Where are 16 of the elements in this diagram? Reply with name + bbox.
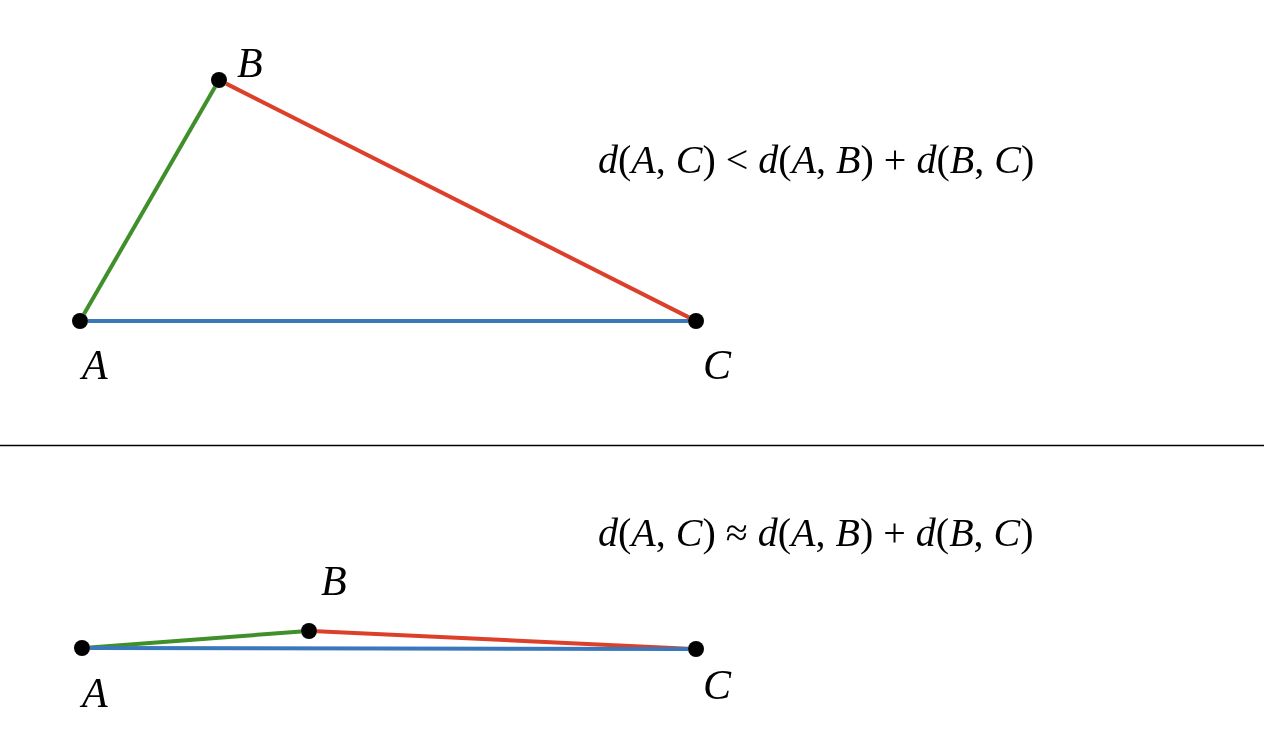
- point-label: B: [321, 560, 347, 602]
- point-label: C: [703, 664, 731, 706]
- line-segment: [82, 85, 217, 316]
- line-segment: [225, 81, 690, 320]
- line-segment: [88, 319, 688, 323]
- point-label: B: [237, 42, 263, 84]
- inequality-formula: d(A, C) ≈ d(A, B) + d(B, C): [598, 513, 1034, 553]
- inequality-formula: d(A, C) < d(A, B) + d(B, C): [598, 140, 1035, 180]
- point-dot: [688, 641, 704, 657]
- point-dot: [688, 313, 704, 329]
- point-dot: [72, 313, 88, 329]
- line-segment: [90, 646, 688, 651]
- point-dot: [301, 623, 317, 639]
- point-dot: [74, 640, 90, 656]
- point-label: C: [703, 344, 731, 386]
- point-dot: [211, 72, 227, 88]
